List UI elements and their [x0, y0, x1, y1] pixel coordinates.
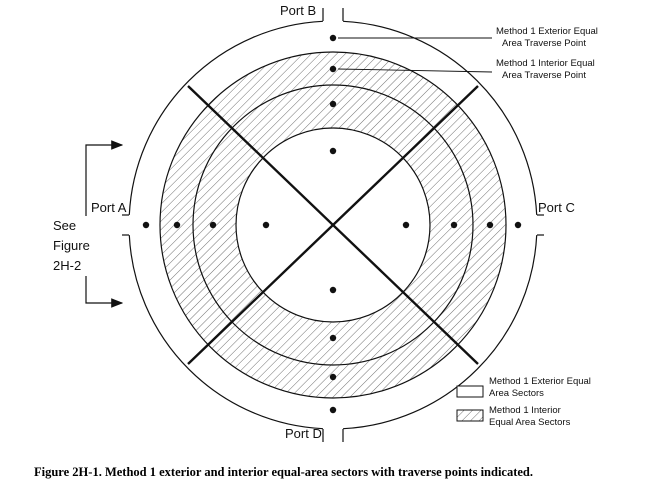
interior-point-callout-line-1: Method 1 Interior Equal	[496, 58, 595, 69]
see-figure-line-2: Figure	[53, 238, 90, 253]
traverse-point	[329, 65, 337, 73]
bracket-arrow-lower	[85, 276, 124, 308]
interior-point-callout-line-2: Area Traverse Point	[502, 70, 586, 81]
traverse-point	[142, 221, 150, 229]
port-d-label: Port D	[285, 426, 322, 441]
see-figure-line-1: See	[53, 218, 76, 233]
outer-sector-circle	[159, 51, 507, 399]
interior-sector-hatch	[160, 52, 506, 398]
exterior-point-callout-line-2: Area Traverse Point	[502, 38, 586, 49]
traverse-point	[329, 406, 337, 414]
legend: Method 1 Exterior Equal Area Sectors Met…	[456, 376, 591, 428]
interior-point-leader	[337, 68, 493, 73]
middle-sector-circle	[192, 84, 474, 366]
traverse-point	[173, 221, 181, 229]
legend-interior-line-1: Method 1 Interior	[489, 405, 561, 416]
see-figure-line-3: 2H-2	[53, 258, 81, 273]
traverse-point	[402, 221, 410, 229]
legend-interior-line-2: Equal Area Sectors	[489, 417, 571, 428]
traverse-point	[450, 221, 458, 229]
port-b-label: Port B	[280, 3, 316, 18]
port-a-label: Port A	[91, 200, 127, 215]
traverse-point	[329, 334, 337, 342]
stack-wall	[128, 20, 538, 430]
traverse-point	[329, 34, 337, 42]
bracket-arrow-upper	[85, 140, 124, 216]
port-nozzles	[122, 8, 544, 442]
traverse-point	[209, 221, 217, 229]
traverse-point	[329, 373, 337, 381]
legend-interior-swatch	[456, 409, 484, 422]
traverse-point	[329, 286, 337, 294]
traverse-point	[329, 100, 337, 108]
legend-exterior-line-2: Area Sectors	[489, 388, 544, 399]
exterior-point-callout-line-1: Method 1 Exterior Equal	[496, 26, 598, 37]
traverse-point	[262, 221, 270, 229]
traverse-points	[142, 34, 522, 414]
legend-exterior-line-1: Method 1 Exterior Equal	[489, 376, 591, 387]
traverse-point	[329, 147, 337, 155]
inner-sector-circle	[235, 127, 431, 323]
port-c-label: Port C	[538, 200, 575, 215]
traverse-point	[514, 221, 522, 229]
legend-exterior-swatch	[456, 385, 484, 398]
see-figure-reference: See Figure 2H-2	[53, 140, 124, 308]
figure-caption: Figure 2H-1. Method 1 exterior and inter…	[34, 465, 533, 479]
sector-dividers	[187, 85, 479, 365]
traverse-point	[486, 221, 494, 229]
